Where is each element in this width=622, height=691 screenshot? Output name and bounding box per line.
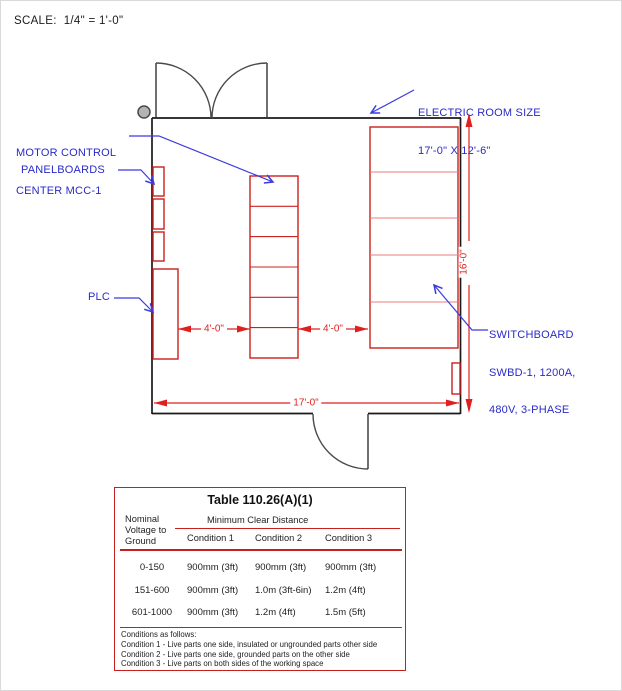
table-row: 601-1000 900mm (3ft) 1.2m (4ft) 1.5m (5f… <box>115 607 405 619</box>
leader-plc <box>114 297 155 314</box>
table-col-header-2: Condition 2 <box>255 533 303 543</box>
cell-cond3: 1.5m (5ft) <box>325 607 366 618</box>
arrow-right-icon <box>355 325 368 333</box>
table-notes-rule <box>120 627 402 628</box>
table-row-header: Nominal Voltage to Ground <box>125 514 167 546</box>
scale-note: SCALE: 1/4" = 1'-0" <box>14 15 124 27</box>
leader-lines <box>114 89 488 331</box>
table-note: Condition 2 - Live parts one side, groun… <box>121 649 350 659</box>
dimension-arrowheads <box>154 113 473 413</box>
label-electric-room-size-line1: ELECTRIC ROOM SIZE <box>418 107 541 119</box>
table-note: Condition 3 - Live parts on both sides o… <box>121 659 324 668</box>
table-col-header-1: Condition 1 <box>187 533 235 543</box>
dim-text-mcc-to-swbd: 4'-0" <box>320 323 346 335</box>
arrow-left-icon <box>178 325 191 333</box>
label-switchboard-line2: SWBD-1, 1200A, <box>489 366 576 379</box>
table-col-header-3: Condition 3 <box>325 533 373 543</box>
clearance-table: Table 110.26(A)(1) Nominal Voltage to Gr… <box>114 487 406 671</box>
cell-cond2: 900mm (3ft) <box>255 562 307 573</box>
table-note: Condition 1 - Live parts one side, insul… <box>121 640 378 649</box>
cell-cond3: 900mm (3ft) <box>325 562 377 573</box>
dim-text-plc-to-mcc: 4'-0" <box>201 323 227 335</box>
table-title: Table 110.26(A)(1) <box>207 493 313 507</box>
dim-text-room-height: 16'-0" <box>458 246 470 278</box>
table-group-header: Minimum Clear Distance <box>207 515 309 525</box>
arrow-up-icon <box>465 113 473 127</box>
table-row: 151-600 900mm (3ft) 1.0m (3ft-6in) 1.2m … <box>115 585 405 597</box>
label-mcc: MOTOR CONTROL CENTER MCC-1 <box>16 122 116 222</box>
label-plc: PLC <box>88 291 110 303</box>
plc-cabinet <box>152 268 179 360</box>
leader-switchboard <box>432 283 488 331</box>
switchboard-cabinet <box>369 126 459 349</box>
leader-mcc <box>129 135 275 184</box>
table-row: 0-150 900mm (3ft) 900mm (3ft) 900mm (3ft… <box>115 562 405 574</box>
top-door-left-swing-arc <box>155 62 212 119</box>
cell-cond2: 1.2m (4ft) <box>255 607 296 618</box>
cell-cond1: 900mm (3ft) <box>187 607 239 618</box>
cell-cond3: 1.2m (4ft) <box>325 585 366 596</box>
door-stop-symbol <box>137 105 151 119</box>
label-switchboard-line3: 480V, 3-PHASE <box>489 404 570 416</box>
top-double-door <box>155 62 268 119</box>
cell-voltage: 0-150 <box>139 562 165 573</box>
equipment <box>152 126 461 395</box>
room-outline <box>151 117 462 415</box>
cell-voltage: 601-1000 <box>131 607 173 618</box>
label-switchboard-line1: SWITCHBOARD <box>489 329 574 341</box>
mcc-section-dividers <box>250 205 298 329</box>
label-mcc-line2: CENTER MCC-1 <box>16 184 102 197</box>
switchboard-section-dividers <box>370 171 458 303</box>
cell-cond1: 900mm (3ft) <box>187 562 239 573</box>
arrow-down-icon <box>465 399 473 413</box>
panelboard-1 <box>152 166 165 197</box>
table-group-underline <box>175 528 400 529</box>
label-panelboards: PANELBOARDS <box>21 164 105 176</box>
label-electric-room-size: ELECTRIC ROOM SIZE 17'-0" X 12'-6" <box>418 82 541 182</box>
table-header-rule <box>120 549 402 551</box>
bottom-door <box>312 413 369 470</box>
panelboard-3 <box>152 231 165 262</box>
top-door-right-swing-arc <box>211 62 268 119</box>
arrow-left-icon <box>298 325 311 333</box>
arrow-left-icon <box>154 399 167 407</box>
wall-mounted-panel <box>451 362 461 395</box>
arrow-right-icon <box>446 399 459 407</box>
leader-room-size <box>369 89 415 114</box>
arrow-right-icon <box>237 325 250 333</box>
label-electric-room-size-line2: 17'-0" X 12'-6" <box>418 144 491 157</box>
label-mcc-line1: MOTOR CONTROL <box>16 147 117 159</box>
leader-panelboards <box>118 169 156 186</box>
dim-text-room-width: 17'-0" <box>290 397 322 409</box>
label-switchboard: SWITCHBOARD SWBD-1, 1200A, 480V, 3-PHASE <box>489 304 576 442</box>
table-note: Conditions as follows: <box>121 630 197 639</box>
cell-cond1: 900mm (3ft) <box>187 585 239 596</box>
cell-voltage: 151-600 <box>134 585 170 596</box>
cell-cond2: 1.0m (3ft-6in) <box>255 585 312 596</box>
bottom-door-swing-arc <box>312 413 369 470</box>
panelboard-2 <box>152 198 165 230</box>
